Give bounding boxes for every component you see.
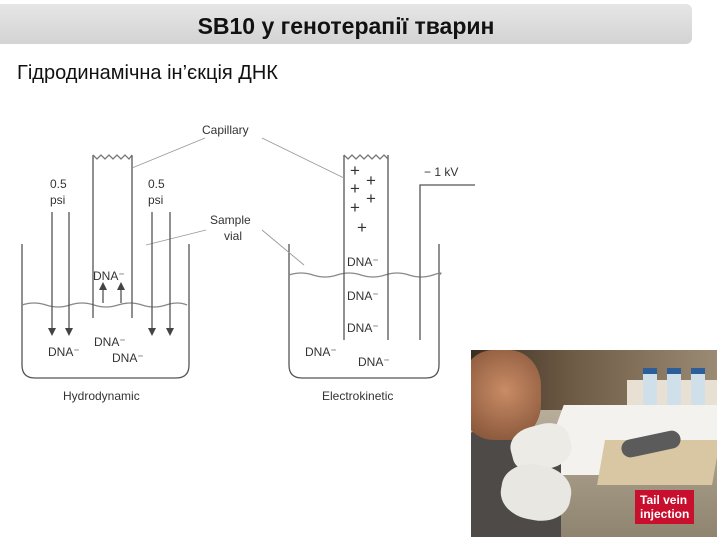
electrode (419, 184, 475, 340)
capillary-label: Capillary (202, 123, 249, 137)
dna-label: DNA⁻ (358, 355, 390, 369)
voltage-label: − 1 kV (424, 165, 458, 179)
photo-caption-line1: Tail vein (640, 493, 688, 507)
dna-label: DNA⁻ (48, 345, 80, 359)
sample-vial-label-2: vial (224, 229, 242, 243)
hydrodynamic-capillary (92, 155, 133, 318)
capillary-callout (131, 137, 345, 179)
pressure-value-right: 0.5 (148, 177, 165, 191)
slide-subtitle: Гідродинамічна ін’єкція ДНК (17, 62, 278, 84)
plus-sign: + (366, 171, 376, 190)
dna-label: DNA⁻ (347, 289, 379, 303)
title-bar: SB10 у генотерапії тварин (0, 4, 692, 44)
dna-rise-arrow-shafts (102, 288, 122, 303)
vial-callout (145, 229, 305, 266)
plus-sign: + (350, 161, 360, 180)
photo-caption-line2: injection (640, 507, 690, 521)
pressure-unit-left: psi (50, 193, 65, 207)
slide-title: SB10 у генотерапії тварин (197, 13, 495, 39)
dna-label: DNA⁻ (93, 269, 125, 283)
dna-label: DNA⁻ (347, 255, 379, 269)
plus-sign: + (350, 198, 360, 217)
hydrodynamic-vial (21, 244, 190, 379)
electrokinetic-liquid-surface (288, 272, 442, 278)
dna-label: DNA⁻ (112, 351, 144, 365)
plus-sign: + (350, 179, 360, 198)
dna-label: DNA⁻ (347, 321, 379, 335)
dna-label: DNA⁻ (94, 335, 126, 349)
plus-sign: + (366, 189, 376, 208)
electrokinetic-label: Electrokinetic (322, 389, 393, 403)
plus-sign: + (357, 218, 367, 237)
dna-label: DNA⁻ (305, 345, 337, 359)
pressure-unit-right: psi (148, 193, 163, 207)
photo-caption: Tail vein injection (635, 490, 695, 524)
pressure-arrow-shafts (51, 212, 171, 330)
hydrodynamic-label: Hydrodynamic (63, 389, 140, 403)
electrokinetic-capillary (343, 155, 389, 340)
pressure-value-left: 0.5 (50, 177, 67, 191)
tail-vein-injection-photo: Tail vein injection (471, 350, 717, 537)
electrokinetic-vial (288, 244, 440, 379)
hydrodynamic-liquid-surface (21, 302, 188, 308)
sample-vial-label: Sample (210, 213, 251, 227)
